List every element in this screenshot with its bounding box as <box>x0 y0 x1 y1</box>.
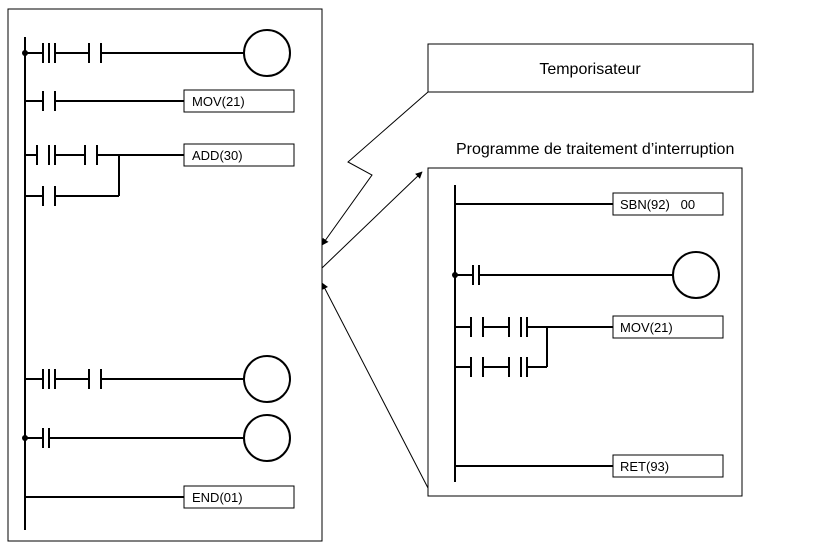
output-coil <box>243 29 291 77</box>
interrupt-rung-ret: RET(93) <box>455 454 724 478</box>
interrupt-rung-coil <box>452 251 720 299</box>
jump-to-interrupt-arrow <box>321 171 423 269</box>
output-coil <box>243 355 291 403</box>
main-rung-5 <box>22 414 291 462</box>
interrupt-program-border <box>427 167 743 497</box>
output-coil <box>243 414 291 462</box>
output-coil <box>672 251 720 299</box>
main-rung-end: END(01) <box>25 485 295 509</box>
instruction-box-add <box>183 143 295 167</box>
instruction-mov-label: MOV(21) <box>192 94 245 109</box>
interrupt-caption: Programme de traitement d’interruption <box>456 141 734 158</box>
instruction-box-sbn <box>612 192 724 216</box>
interrupt-trigger-arrow <box>321 91 429 246</box>
instruction-add-label: ADD(30) <box>192 148 243 163</box>
main-rung-1 <box>22 29 291 77</box>
timer-box <box>427 43 754 93</box>
instruction-end-label: END(01) <box>192 490 243 505</box>
return-arrow <box>321 282 429 489</box>
instruction-interrupt-mov-label: MOV(21) <box>620 320 673 335</box>
main-rung-4 <box>25 355 291 403</box>
main-program-border <box>7 8 323 542</box>
instruction-box-interrupt-mov <box>612 315 724 339</box>
main-program-panel: MOV(21) ADD(30) <box>7 8 323 542</box>
instruction-sbn-label: SBN(92) 00 <box>620 197 695 212</box>
instruction-box-mov <box>183 89 295 113</box>
interrupt-rung-sbn: SBN(92) 00 <box>455 192 724 216</box>
instruction-box-ret <box>612 454 724 478</box>
interrupt-rung-mov: MOV(21) <box>455 315 724 377</box>
instruction-ret-label: RET(93) <box>620 459 669 474</box>
main-rung-3: ADD(30) <box>25 143 295 206</box>
instruction-box-end <box>183 485 295 509</box>
timer-callout: Temporisateur <box>427 43 754 93</box>
timer-label: Temporisateur <box>539 61 641 78</box>
interrupt-program-panel: SBN(92) 00 MOV(21) <box>427 167 743 497</box>
main-rung-2: MOV(21) <box>25 89 295 113</box>
